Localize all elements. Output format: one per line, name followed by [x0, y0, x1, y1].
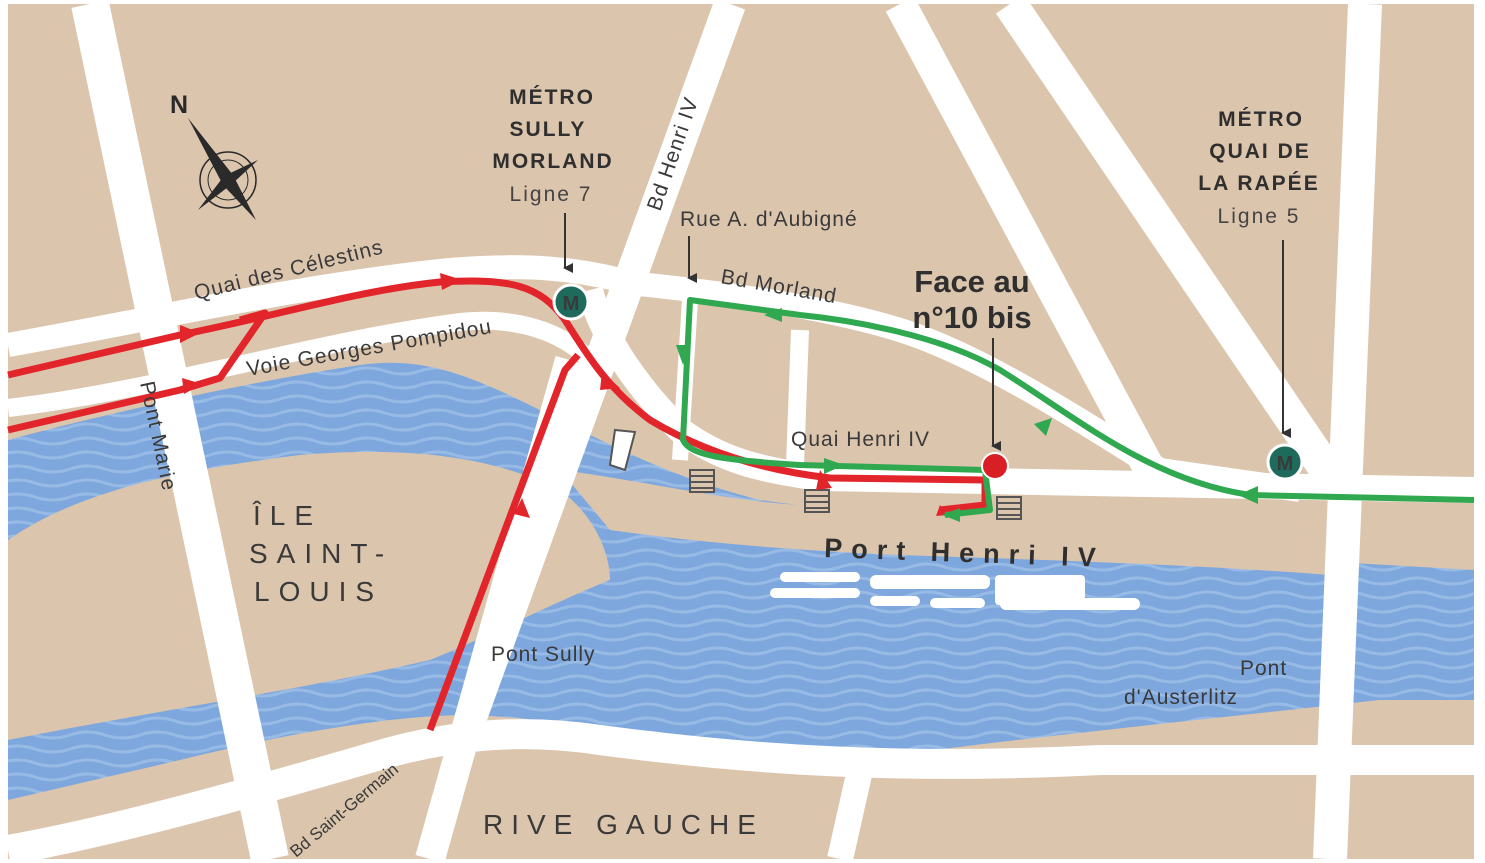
metro-badge-quai-rapee[interactable]: M [1266, 443, 1304, 481]
ile-saint-louis [8, 451, 610, 740]
area-ile-line1: ÎLE [252, 500, 322, 531]
metro-icon-letter: M [1277, 453, 1294, 475]
area-ile-line2: SAINT- [249, 538, 393, 569]
destination-label-1: Face au [914, 264, 1029, 299]
destination-marker[interactable] [981, 452, 1009, 480]
quay-stairs [608, 428, 1022, 520]
metro-rapee-line: Ligne 5 [1218, 205, 1301, 228]
metro-sully-title-3: MORLAND [492, 150, 613, 173]
pointer-arrows [563, 213, 1291, 451]
street-quai-henri-iv: Quai Henri IV [791, 428, 930, 451]
compass-rose-icon [188, 118, 258, 220]
area-ile-line3: LOUIS [254, 576, 383, 607]
rive-gauche-land [8, 700, 1474, 859]
street-rue-aubigne: Rue A. d'Aubigné [680, 208, 858, 231]
compass-north-label: N [170, 91, 188, 119]
metro-badge-sully-morland[interactable]: M [552, 283, 590, 321]
green-route-arrows [676, 308, 1258, 522]
moored-boats [770, 572, 1140, 610]
metro-sully-title-2: SULLY [510, 118, 587, 141]
street-pont-austerlitz-2: d'Austerlitz [1124, 686, 1238, 709]
port-quay [560, 470, 1330, 575]
metro-sully-title-1: MÉTRO [509, 86, 595, 109]
street-pont-austerlitz-1: Pont [1240, 657, 1287, 680]
area-rive-gauche: RIVE GAUCHE [483, 809, 764, 840]
metro-rapee-title-1: MÉTRO [1218, 108, 1304, 131]
road-network [5, 0, 1475, 863]
destination-label-2: n°10 bis [912, 300, 1031, 335]
metro-sully-line: Ligne 7 [510, 183, 593, 206]
metro-rapee-title-3: LA RAPÉE [1198, 172, 1319, 195]
metro-icon-letter: M [563, 293, 580, 315]
street-pont-sully: Pont Sully [491, 643, 596, 666]
green-route [680, 297, 1475, 518]
red-route-arrows [180, 273, 948, 518]
metro-rapee-title-2: QUAI DE [1209, 140, 1311, 163]
